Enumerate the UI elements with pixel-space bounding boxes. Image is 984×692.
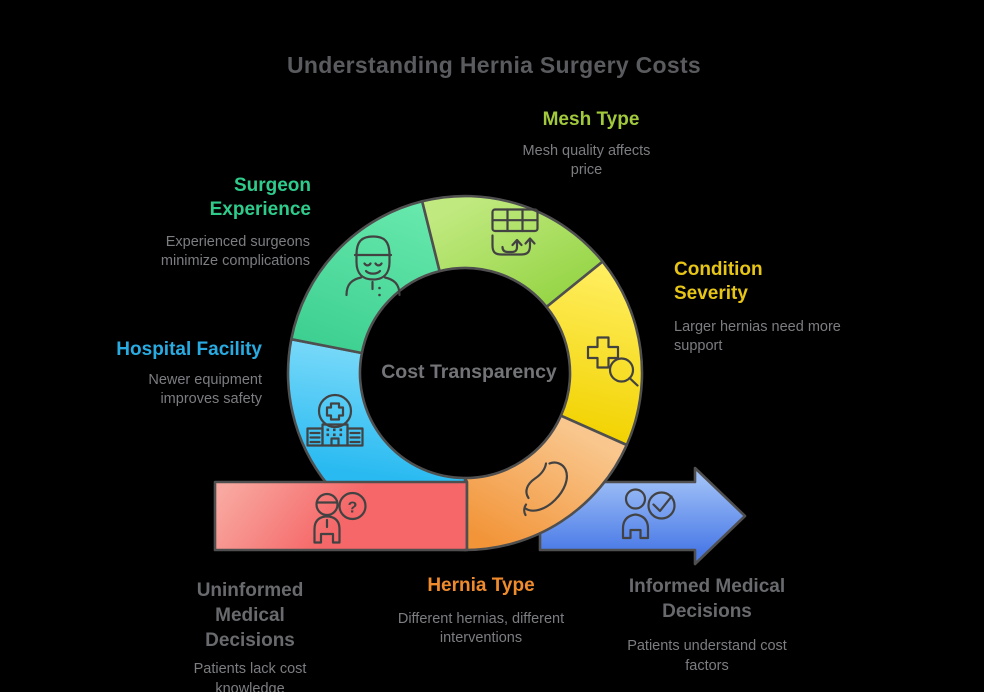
- person-question-icon: ?: [313, 491, 367, 544]
- center-label: Cost Transparency: [381, 361, 557, 383]
- desc-mesh-type: Mesh quality affects price: [522, 143, 651, 178]
- desc-hernia-type: Different hernias, different interventio…: [397, 611, 565, 646]
- label-hernia-type: Hernia Type: [427, 575, 535, 596]
- label-uninformed-decisions: Uninformed Medical Decisions: [196, 580, 304, 651]
- desc-condition-severity: Larger hernias need more support: [674, 319, 841, 354]
- label-hospital-facility: Hospital Facility: [116, 339, 262, 360]
- ring-segment-condition-severity: [545, 260, 644, 447]
- medical-cross-magnifier-icon: [586, 336, 639, 387]
- label-condition-severity: Condition Severity: [674, 259, 763, 304]
- surgeon-icon: [345, 235, 401, 297]
- uninformed-band: [213, 480, 469, 552]
- desc-surgeon-experience: Experienced surgeons minimize complicati…: [160, 234, 310, 269]
- desc-hospital-facility: Newer equipment improves safety: [148, 372, 262, 407]
- label-mesh-type: Mesh Type: [542, 109, 640, 130]
- stomach-icon: [523, 461, 568, 517]
- question-mark-icon: ?: [348, 500, 358, 517]
- mesh-grid-icon: [491, 208, 539, 256]
- desc-informed-decisions: Patients understand cost factors: [627, 638, 787, 674]
- desc-uninformed-decisions: Patients lack cost knowledge: [193, 661, 307, 692]
- hospital-icon: [306, 393, 364, 447]
- person-check-icon: [621, 488, 676, 540]
- page-title: Understanding Hernia Surgery Costs: [286, 52, 702, 78]
- ring-segment-hernia-type: [463, 414, 628, 552]
- label-informed-decisions: Informed Medical Decisions: [628, 576, 786, 622]
- label-surgeon-experience: Surgeon Experience: [209, 175, 311, 220]
